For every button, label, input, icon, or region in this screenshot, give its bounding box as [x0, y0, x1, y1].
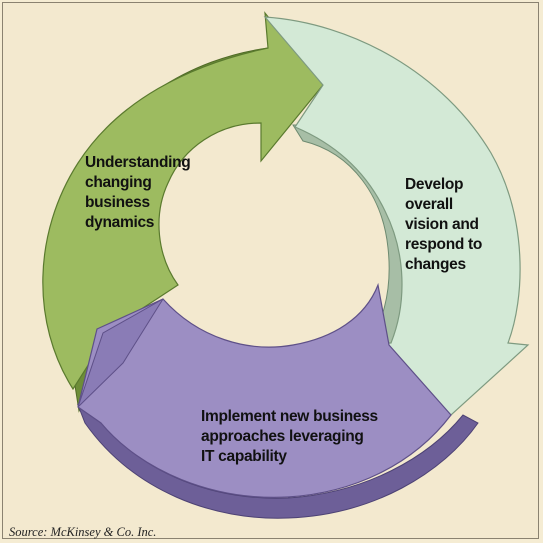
arrow-develop — [263, 16, 530, 416]
label-develop: Develop overall vision and respond to ch… — [405, 176, 483, 273]
arrow-implement — [76, 282, 479, 519]
arrow-develop-face — [263, 16, 530, 416]
cycle-diagram — [42, 11, 530, 519]
label-understanding: Understanding changing business dynamics — [85, 154, 191, 231]
diagram-frame: Understanding changing business dynamics… — [2, 2, 539, 539]
arrow-understand — [42, 11, 324, 413]
arrow-implement-face — [77, 282, 452, 498]
label-implement: Implement new business approaches levera… — [201, 408, 378, 465]
arrow-understand-face — [42, 11, 324, 391]
arrow-implement-head — [77, 298, 164, 408]
source-caption: Source: McKinsey & Co. Inc. — [9, 525, 157, 539]
center-hub — [206, 169, 370, 333]
